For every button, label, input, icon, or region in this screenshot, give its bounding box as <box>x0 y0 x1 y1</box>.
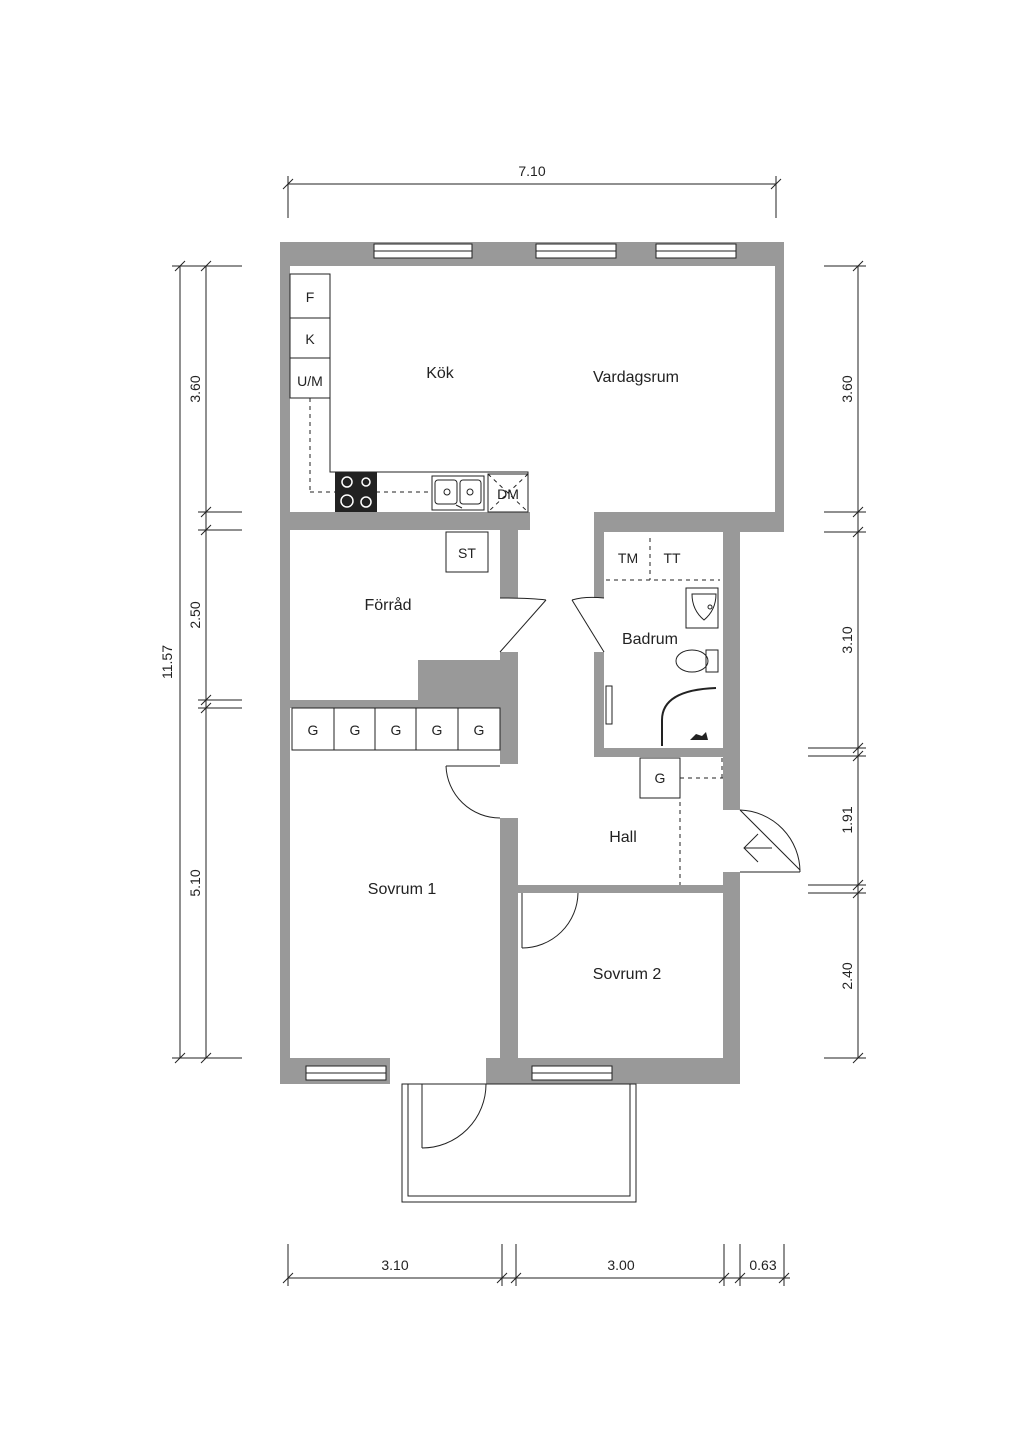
shower-head-icon <box>690 732 708 740</box>
storage-fixtures <box>445 531 489 573</box>
dim-top-total: 7.10 <box>518 163 545 179</box>
dim-right-2: 3.10 <box>839 626 855 653</box>
wardrobe-label: G <box>474 722 485 738</box>
fixture-label-dishwasher: DM <box>497 486 519 502</box>
sink-icon <box>431 475 485 511</box>
room-label-kok: Kök <box>426 365 455 382</box>
walls <box>280 242 784 1084</box>
wall-bath-left-upper <box>594 532 604 598</box>
wall-bath-left-lower <box>594 652 604 756</box>
dim-left-3: 5.10 <box>187 869 203 896</box>
toilet-tank <box>705 649 719 673</box>
toilet-icon <box>675 649 709 673</box>
wardrobes <box>291 707 501 751</box>
fixture-label-freezer: K <box>305 331 315 347</box>
wall-storage-bottom <box>290 700 518 708</box>
fixture-label-washer: TM <box>618 550 638 566</box>
dim-bottom-1: 3.10 <box>381 1257 408 1273</box>
wall-kitchen-storage <box>290 512 530 530</box>
room-label-forrad: Förråd <box>364 596 411 614</box>
bathroom-fixtures <box>605 538 720 746</box>
fixture-label-dryer: TT <box>663 550 681 566</box>
dimension-labels: 7.10 11.57 3.60 2.50 5.10 3.60 3.10 1.91… <box>159 163 855 1273</box>
dim-left-total: 11.57 <box>159 645 175 679</box>
fixture-labels: F K U/M DM ST TM TT G G G G G G <box>297 289 681 786</box>
kitchen-fixtures <box>289 273 529 513</box>
fixture-label-storage: ST <box>458 545 476 561</box>
room-label-vardagsrum: Vardagsrum <box>593 369 679 386</box>
dim-right-3: 1.91 <box>839 806 855 833</box>
room-label-sovrum1: Sovrum 1 <box>368 881 437 898</box>
dim-right-4: 2.40 <box>839 962 855 989</box>
dim-bottom-2: 3.00 <box>607 1257 634 1273</box>
basin-icon <box>685 587 719 629</box>
wardrobe-label: G <box>308 722 319 738</box>
wall-bath-bottom <box>594 748 723 757</box>
fixture-label-fridge: F <box>306 289 315 305</box>
hall-fixtures <box>639 757 723 885</box>
wall-bedroom2-top <box>518 885 723 893</box>
wardrobe-label: G <box>432 722 443 738</box>
stove-icon <box>335 472 377 512</box>
windows <box>305 243 737 1081</box>
fixture-label-oven: U/M <box>297 373 323 389</box>
room-labels: Kök Vardagsrum Förråd Badrum Hall Sovrum… <box>364 365 679 983</box>
wardrobe-label: G <box>350 722 361 738</box>
room-label-hall: Hall <box>609 829 637 846</box>
wall-bedroom1-right <box>500 818 518 1058</box>
shower-curtain <box>661 687 717 746</box>
dimension-lines <box>172 176 866 1286</box>
fixture-label-hall-wardrobe: G <box>655 770 666 786</box>
doors <box>421 596 801 1149</box>
balcony <box>401 1083 637 1203</box>
dim-bottom-3: 0.63 <box>749 1257 776 1273</box>
shower-rail <box>605 685 613 725</box>
wall-storage-block <box>418 660 518 702</box>
dim-right-1: 3.60 <box>839 375 855 402</box>
room-label-sovrum2: Sovrum 2 <box>593 966 662 983</box>
dim-left-1: 3.60 <box>187 375 203 402</box>
entrance-opening <box>723 810 740 872</box>
outer-walls <box>280 242 784 1084</box>
balcony-door-opening <box>390 1058 486 1084</box>
dishwasher-box <box>487 473 529 513</box>
wardrobe-label: G <box>391 722 402 738</box>
wall-storage-right-upper <box>500 530 518 598</box>
room-label-badrum: Badrum <box>622 631 678 648</box>
dim-left-2: 2.50 <box>187 601 203 628</box>
